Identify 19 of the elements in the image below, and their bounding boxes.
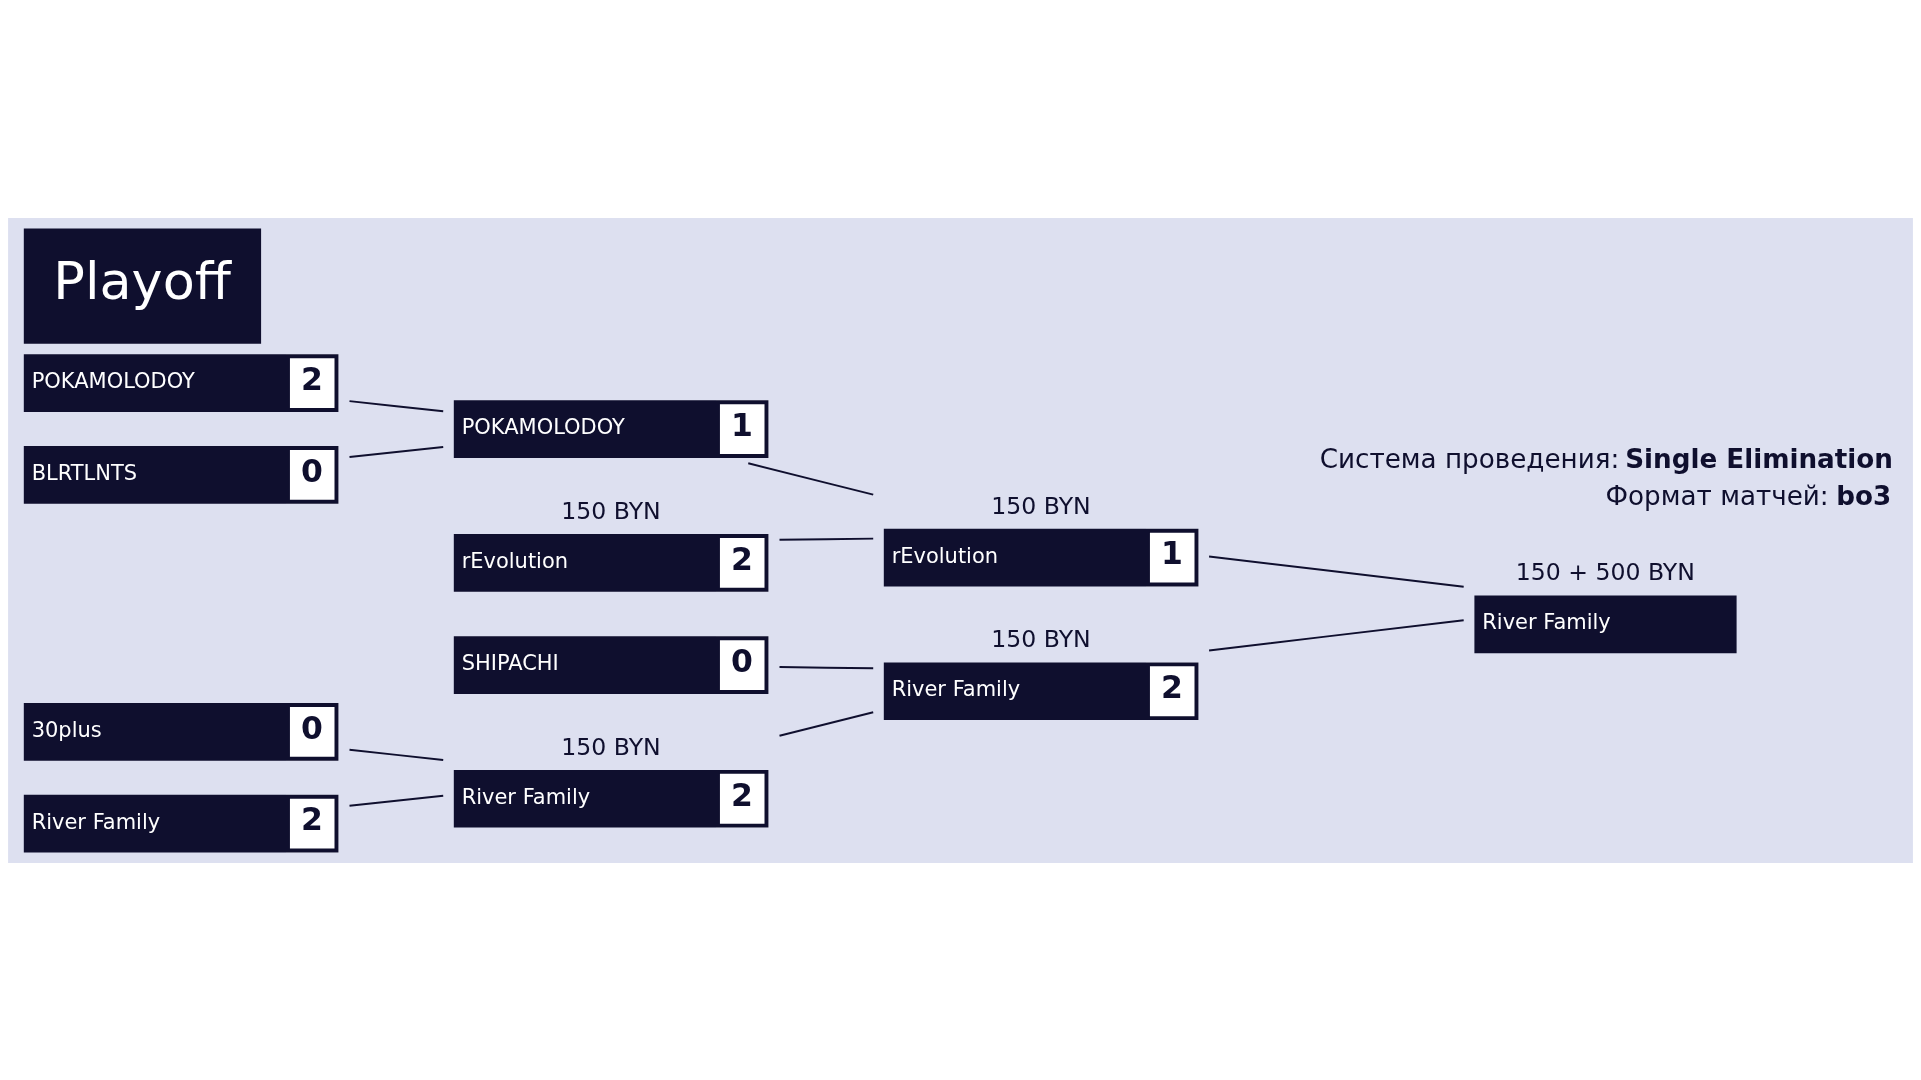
node-label: 150 BYN xyxy=(991,490,1091,519)
connector xyxy=(778,665,875,669)
connector xyxy=(348,748,445,761)
diagram-title: Playoff xyxy=(53,249,231,311)
connector xyxy=(348,794,445,807)
node-label: 150 BYN xyxy=(561,496,661,525)
connector xyxy=(348,445,445,458)
connector xyxy=(778,710,875,737)
node-label: 150 BYN xyxy=(991,624,1091,653)
connector xyxy=(348,399,445,412)
node-box: River Family xyxy=(1474,595,1737,653)
label: Система проведения: Single Elimination xyxy=(1319,443,1893,474)
connector xyxy=(1208,618,1465,651)
label: Формат матчей: bo3 xyxy=(1605,480,1892,511)
node-label: 150 BYN xyxy=(561,732,661,761)
connector xyxy=(778,537,875,541)
node-label: 150 + 500 BYN xyxy=(1515,557,1695,586)
connector xyxy=(1208,554,1465,588)
connector xyxy=(747,461,875,496)
